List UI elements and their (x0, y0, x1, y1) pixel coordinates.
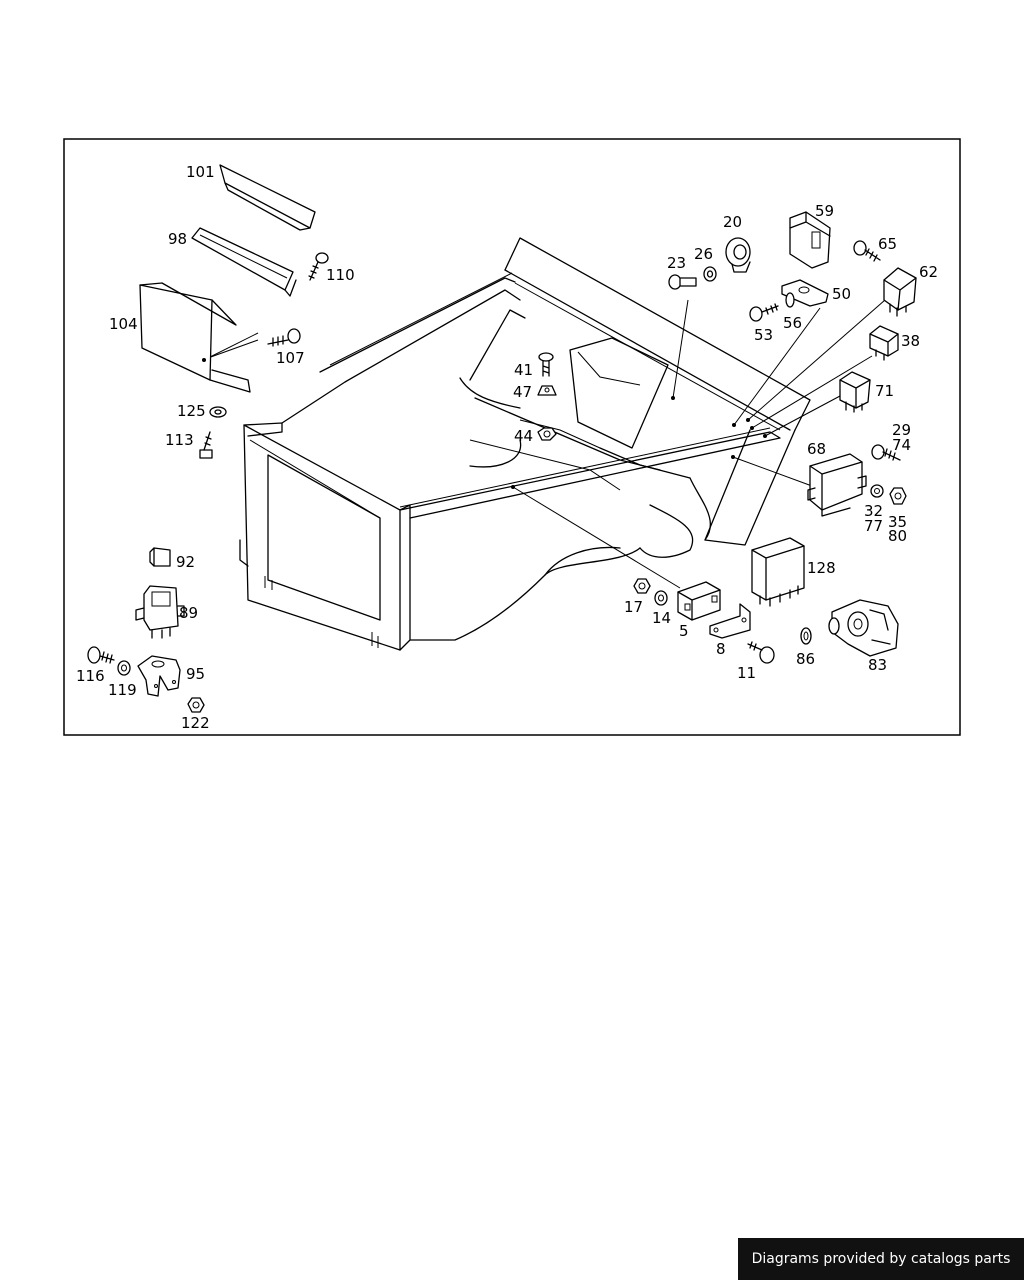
part-17-nut (633, 578, 651, 594)
part-113-bolt (199, 431, 213, 459)
part-41-screw (538, 352, 554, 377)
callout-74: 74 (892, 436, 911, 454)
leader-lines (207, 299, 886, 589)
callout-5: 5 (679, 622, 689, 640)
part-65-screw (853, 240, 881, 262)
part-53-screw (749, 303, 779, 322)
callout-86: 86 (796, 650, 815, 668)
part-98-seal-strip (191, 227, 297, 297)
part-35-80-nut (889, 487, 907, 505)
diagram-frame (63, 138, 961, 736)
callout-125: 125 (177, 402, 206, 420)
callout-14: 14 (652, 609, 671, 627)
callout-53: 53 (754, 326, 773, 344)
callout-113: 113 (165, 431, 194, 449)
callout-68: 68 (807, 440, 826, 458)
callout-59: 59 (815, 202, 834, 220)
body-structure (239, 237, 811, 651)
part-50-bracket (781, 279, 829, 307)
part-125-washer (209, 406, 227, 418)
part-8-bracket (709, 603, 751, 639)
part-56-washer (785, 292, 795, 308)
part-128-relay (751, 537, 805, 607)
part-14-washer (654, 590, 668, 606)
callout-83: 83 (868, 656, 887, 674)
part-62-relay (883, 267, 917, 317)
part-107-screw (267, 328, 301, 347)
callout-29: 29 (892, 421, 911, 439)
callout-98: 98 (168, 230, 187, 248)
part-119-washer (117, 660, 131, 676)
callout-119: 119 (108, 681, 137, 699)
callout-62: 62 (919, 263, 938, 281)
callout-101: 101 (186, 163, 215, 181)
callout-26: 26 (694, 245, 713, 263)
callout-56: 56 (783, 314, 802, 332)
callout-116: 116 (76, 667, 105, 685)
callout-107: 107 (276, 349, 305, 367)
part-5-relay (677, 581, 721, 621)
callout-89: 89 (179, 604, 198, 622)
part-44-nut (537, 427, 557, 441)
part-47-clip (537, 385, 557, 396)
part-86-washer (800, 627, 812, 645)
callout-77: 77 (864, 517, 883, 535)
callout-23: 23 (667, 254, 686, 272)
part-116-screw (87, 646, 115, 664)
callout-17: 17 (624, 598, 643, 616)
callout-11: 11 (737, 664, 756, 682)
part-23-bolt (668, 274, 697, 290)
part-83-actuator (828, 599, 899, 657)
part-32-77-nut (870, 484, 884, 498)
part-101-cover-strip (219, 164, 316, 231)
callout-92: 92 (176, 553, 195, 571)
callout-8: 8 (716, 640, 726, 658)
callout-122: 122 (181, 714, 210, 732)
callout-labels: 101 98 110 104 107 125 113 41 47 44 23 26 20 59 65 62 50… (76, 163, 938, 732)
part-29-74-screw (871, 444, 901, 461)
part-11-bolt (747, 641, 775, 664)
callout-32: 32 (864, 502, 883, 520)
part-38-relay (869, 325, 899, 361)
callout-128: 128 (807, 559, 836, 577)
part-104-bracket (139, 282, 251, 393)
part-89-relay-socket (135, 585, 185, 639)
callout-38: 38 (901, 332, 920, 350)
callout-110: 110 (326, 266, 355, 284)
callout-35: 35 (888, 513, 907, 531)
callout-71: 71 (875, 382, 894, 400)
part-26-washer (703, 266, 717, 282)
callout-104: 104 (109, 315, 138, 333)
part-95-bracket (137, 655, 181, 697)
callout-50: 50 (832, 285, 851, 303)
callout-80: 80 (888, 527, 907, 545)
part-122-nut (187, 697, 205, 713)
callout-65: 65 (878, 235, 897, 253)
part-68-control-unit (807, 453, 867, 517)
part-71-relay (839, 371, 871, 413)
part-20-connector (725, 237, 751, 273)
callout-47: 47 (513, 383, 532, 401)
callout-41: 41 (514, 361, 533, 379)
callout-44: 44 (514, 427, 533, 445)
part-92-relay (149, 547, 171, 567)
callout-95: 95 (186, 665, 205, 683)
part-59-control-unit (789, 211, 831, 269)
part-110-screw (308, 252, 329, 281)
footer-credit: Diagrams provided by catalogs parts (738, 1238, 1024, 1280)
callout-20: 20 (723, 213, 742, 231)
